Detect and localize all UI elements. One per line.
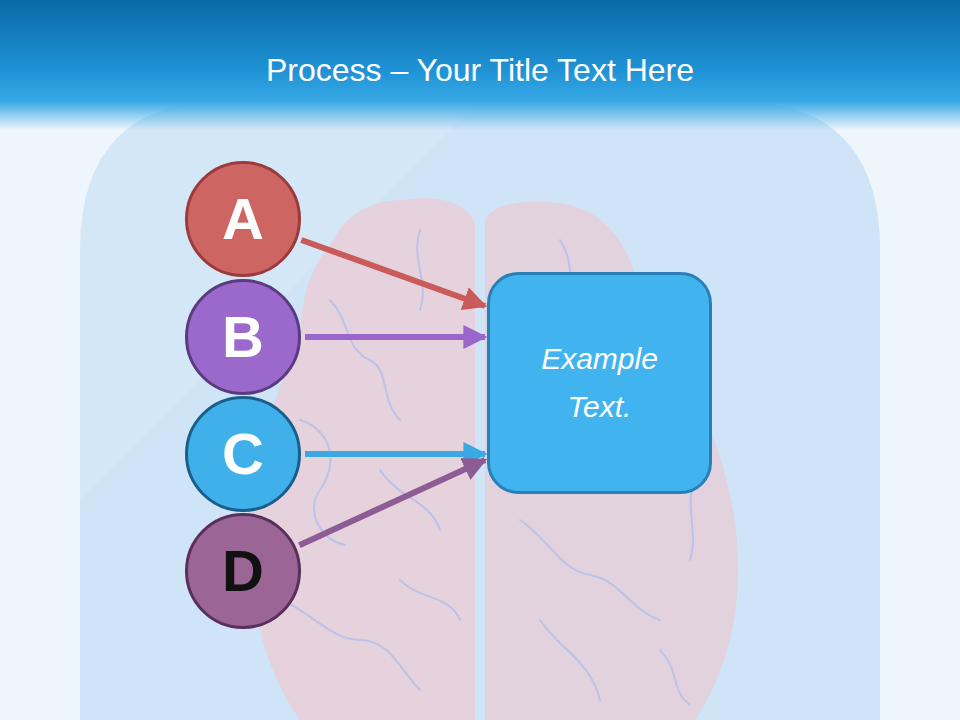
slide-title: Process – Your Title Text Here xyxy=(0,52,960,89)
process-arrow xyxy=(305,451,485,457)
step-letter: D xyxy=(222,542,264,600)
process-arrow xyxy=(301,240,485,306)
step-circle: D xyxy=(185,513,301,629)
brain-illustration xyxy=(251,198,739,720)
step-letter: A xyxy=(222,190,264,248)
box-outline xyxy=(487,272,712,494)
process-arrow xyxy=(305,334,485,340)
step-letter: C xyxy=(222,425,264,483)
step-letter: B xyxy=(222,308,264,366)
box-text: Example Text. xyxy=(515,335,685,431)
step-circle: A xyxy=(185,161,301,277)
step-circle: B xyxy=(185,279,301,395)
result-box: Example Text. xyxy=(487,272,712,494)
panel-shade xyxy=(80,100,880,720)
step-circle: C xyxy=(185,396,301,512)
process-arrow xyxy=(299,460,485,545)
panel xyxy=(80,100,880,720)
